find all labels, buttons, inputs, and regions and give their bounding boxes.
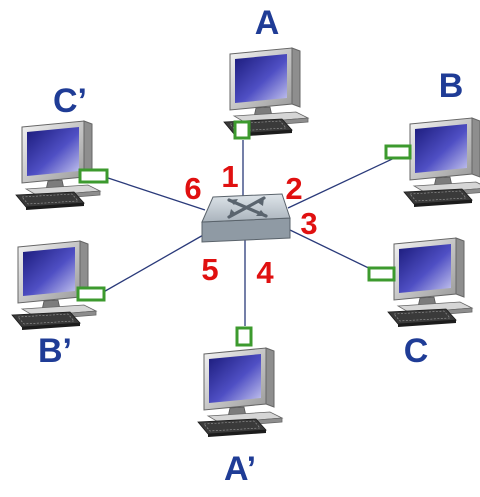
host-B2 [11, 240, 106, 331]
host-label-B: B [439, 67, 464, 105]
link-C2 [104, 176, 206, 211]
host-label-A2: A’ [224, 450, 256, 488]
host-C [367, 237, 473, 328]
host-B [384, 117, 480, 208]
port-label-6: 6 [184, 171, 201, 206]
nic-icon [384, 144, 412, 160]
computer-icon [11, 240, 97, 331]
computer-icon [387, 237, 473, 328]
switch-icon [201, 193, 291, 243]
computer-icon [15, 120, 101, 211]
port-label-5: 5 [201, 252, 218, 287]
host-label-A: A [255, 4, 280, 42]
host-label-B2: B’ [38, 332, 72, 370]
link-B [287, 152, 406, 209]
host-label-C: C [404, 332, 429, 370]
computer-icon [403, 117, 480, 208]
host-label-C2: C’ [53, 82, 87, 120]
port-label-4: 4 [256, 255, 274, 290]
nic-icon [76, 286, 106, 302]
nic-icon [235, 326, 253, 347]
port-label-2: 2 [285, 171, 302, 206]
computer-icon [197, 347, 283, 438]
nic-icon [78, 168, 109, 184]
host-C2 [15, 120, 109, 211]
nic-icon [233, 120, 251, 140]
host-A2 [197, 326, 283, 438]
host-A [223, 47, 309, 140]
port-label-1: 1 [221, 159, 238, 194]
link-B2 [99, 233, 206, 295]
port-label-3: 3 [300, 206, 317, 241]
nic-icon [367, 266, 396, 282]
